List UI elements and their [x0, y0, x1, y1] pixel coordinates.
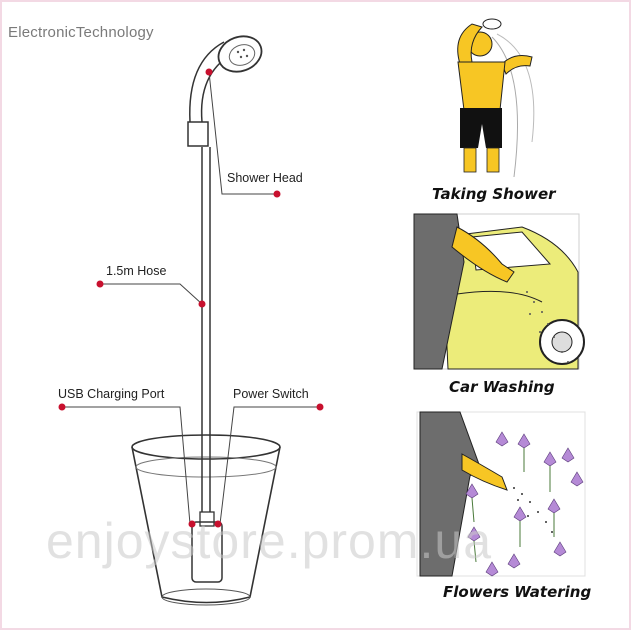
- callout-dots: [58, 68, 324, 528]
- shower-head-illustration: [217, 35, 263, 73]
- pump-unit: [191, 511, 223, 583]
- hose-illustration: [187, 41, 233, 512]
- taking-shower-caption: Taking Shower: [432, 185, 556, 203]
- callout-lines: [62, 71, 320, 525]
- flowers-watering-caption: Flowers Watering: [443, 583, 592, 601]
- bucket-illustration: [131, 434, 281, 606]
- brand-watermark-text: ElectronicTechnology: [8, 24, 154, 41]
- power-switch-label: Power Switch: [233, 387, 309, 401]
- shower-head-label: Shower Head: [227, 171, 303, 185]
- usb-charging-port-label: USB Charging Port: [58, 387, 165, 401]
- car-washing-caption: Car Washing: [449, 378, 555, 396]
- hose-label: 1.5m Hose: [106, 264, 167, 278]
- store-watermark: enjoystore.prom.ua: [46, 513, 493, 569]
